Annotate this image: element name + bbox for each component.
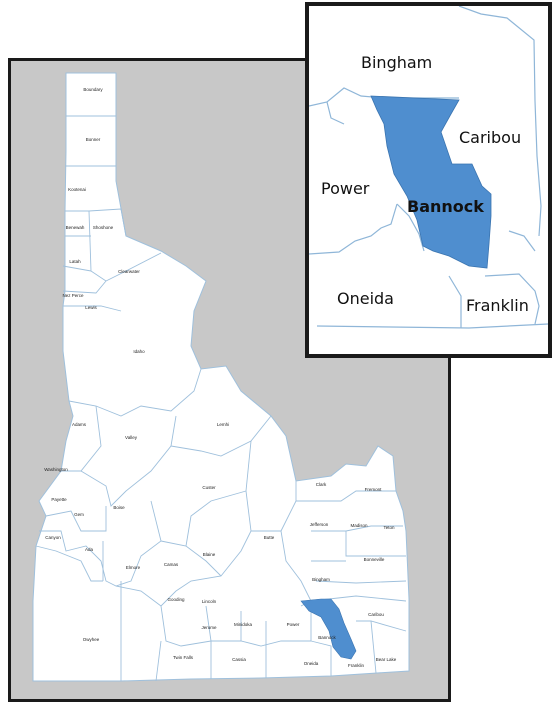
county-label-gem: Gem [74,512,84,517]
county-label-elmore: Elmore [126,565,141,570]
inset-label-franklin: Franklin [466,296,529,315]
county-label-cassia: Cassia [232,657,246,662]
county-label-jefferson: Jefferson [310,522,329,527]
county-label-bingham: Bingham [312,577,330,582]
county-label-twin-falls: Twin Falls [173,655,194,660]
county-label-jerome: Jerome [201,625,217,630]
county-label-adams: Adams [72,422,87,427]
county-label-bonneville: Bonneville [364,557,385,562]
county-label-clearwater: Clearwater [118,269,140,274]
inset-label-caribou: Caribou [459,128,521,147]
county-label-payette: Payette [51,497,67,502]
county-label-lewis: Lewis [85,305,97,310]
county-label-boise: Boise [113,505,125,510]
county-label-boundary: Boundary [83,87,103,92]
county-label-minidoka: Minidoka [234,622,253,627]
inset-label-power: Power [321,179,370,198]
county-label-fremont: Fremont [365,487,383,492]
county-label-valley: Valley [125,435,138,440]
county-label-benewah: Benewah [66,225,85,230]
inset-map: Bingham Caribou Power Bannock Oneida Fra… [305,2,552,358]
county-label-shoshone: Shoshone [93,225,114,230]
inset-label-bingham: Bingham [361,53,432,72]
inset-county-boundaries [309,6,548,329]
county-label-lincoln: Lincoln [202,599,217,604]
county-label-butte: Butte [264,535,275,540]
county-label-washington: Washington [44,467,68,472]
bannock-county-highlight [300,598,357,660]
inset-map-svg: Bingham Caribou Power Bannock Oneida Fra… [309,6,548,329]
county-label-latah: Latah [69,259,81,264]
county-label-kootenai: Kootenai [68,187,86,192]
county-label-clark: Clark [316,482,327,487]
county-label-bannock: Bannock [318,635,336,640]
county-label-owyhee: Owyhee [83,637,100,642]
county-label-caribou: Caribou [368,612,384,617]
county-label-idaho: Idaho [133,349,145,354]
inset-label-oneida: Oneida [337,289,394,308]
bannock-county-inset [370,95,492,269]
county-label-oneida: Oneida [304,661,319,666]
county-label-lemhi: Lemhi [217,422,229,427]
county-label-power: Power [287,622,300,627]
county-label-blaine: Blaine [203,552,216,557]
county-label-gooding: Gooding [167,597,185,602]
county-label-madison: Madison [350,523,368,528]
county-label-franklin: Franklin [348,663,365,668]
county-label-bonner: Bonner [86,137,101,142]
county-label-custer: Custer [202,485,216,490]
inset-label-bannock: Bannock [407,197,484,216]
county-label-teton: Teton [383,525,395,530]
county-label-camas: Camas [164,562,179,567]
county-boundaries [35,115,407,682]
county-label-canyon: Canyon [45,535,61,540]
state-outline [32,72,410,682]
county-label-nez-perce: Nez Perce [62,293,84,298]
county-label-ada: Ada [85,547,94,552]
county-label-bear-lake: Bear Lake [376,657,397,662]
